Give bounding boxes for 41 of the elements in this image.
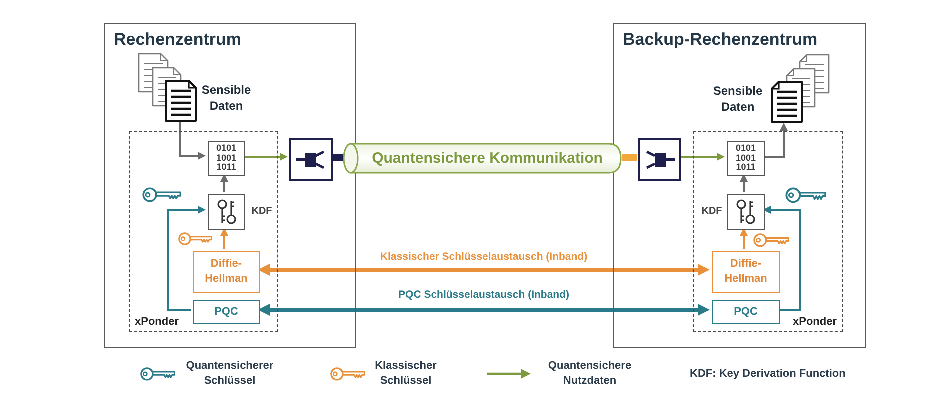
key-derivation-box [208,194,245,230]
site-title: Backup-Rechenzentrum [623,29,818,51]
node-caption: KDF [250,205,274,219]
process-box: Diffie-Hellman [712,251,780,293]
legend-label: Klassischer Schlüssel [374,359,438,389]
process-box: PQC [193,300,260,324]
binary-data-block: 0101 1001 1011 [208,141,245,176]
arrow [763,206,801,311]
connector-line [622,154,637,162]
transceiver-box [638,138,681,181]
group-label: xPonder [792,315,837,329]
group-label: xPonder [135,315,180,329]
transceiver-box [289,138,333,181]
arrow [258,264,710,276]
legend-label: Quantensicherer Schlüssel [185,359,275,389]
node-text: Sensible Daten [200,82,252,114]
arrow [740,174,748,192]
arrow [220,228,228,249]
node-text: Sensible Daten [712,83,764,115]
arrow [179,122,206,160]
dashed-group-frame [129,131,278,332]
arrow [680,153,725,161]
arrow [167,206,206,311]
node-caption: KDF [700,205,724,219]
process-box: Diffie-Hellman [193,251,260,293]
arrow [740,228,748,249]
tube-label: Quantensichere Kommunikation [372,150,603,168]
site-frame [613,23,866,348]
arrow [763,123,788,158]
connector-line [332,154,343,162]
note-text: KDF: Key Derivation Function [690,367,846,382]
site-title: Rechenzentrum [114,29,242,51]
site-frame [104,23,356,348]
dashed-group-frame [693,131,843,332]
binary-data-block: 0101 1001 1011 [727,141,765,176]
arrow [258,304,710,316]
key-derivation-box [727,194,765,230]
process-box: PQC [712,300,780,324]
arrow [243,153,288,161]
legend-label: Quantensichere Nutzdaten [547,359,633,389]
arrow [220,174,228,192]
